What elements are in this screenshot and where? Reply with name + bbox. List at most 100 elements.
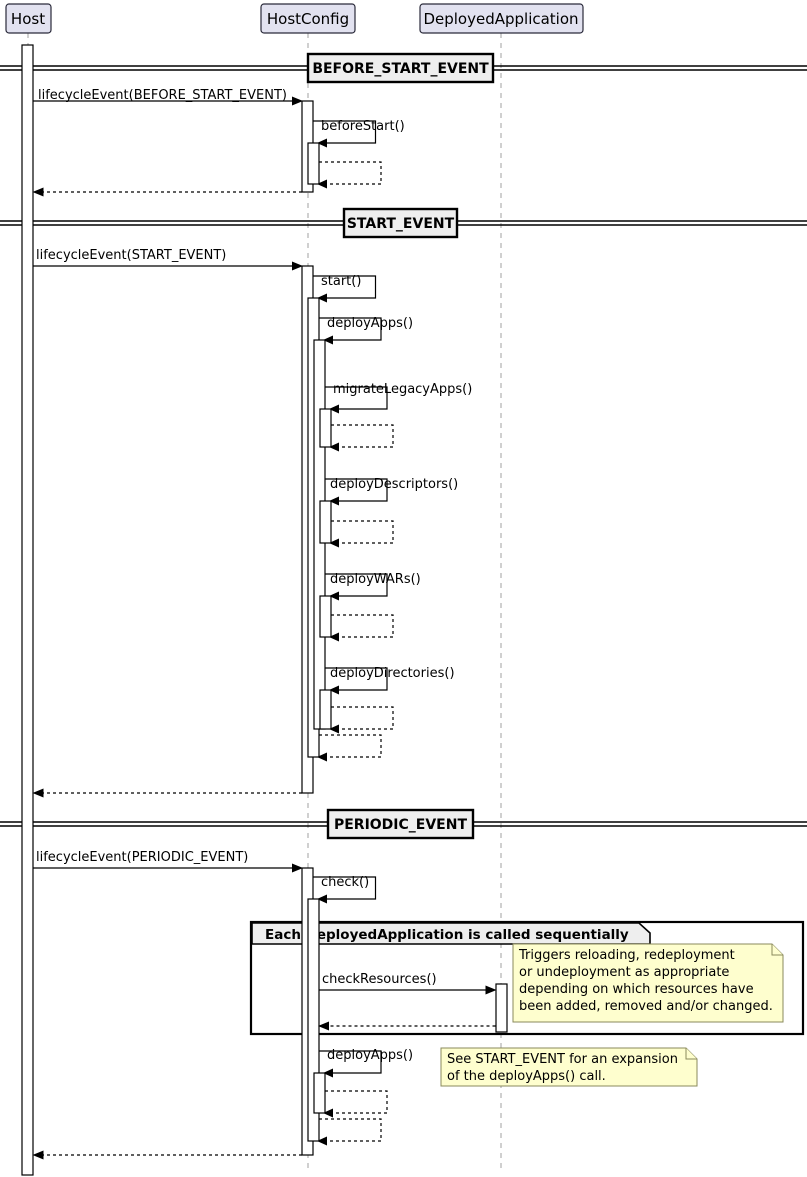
participant-host[interactable]: Host (5, 3, 52, 34)
notes-layer: Triggers reloading, redeployment or undep… (440, 943, 784, 1087)
message-path (319, 161, 382, 185)
message-m16 (317, 734, 382, 762)
messages-layer: lifecycleEvent(BEFORE_START_EVENT)before… (32, 88, 497, 1160)
divider-before-start: BEFORE_START_EVENT (0, 52, 807, 84)
note-fold (771, 944, 783, 956)
message-arrowhead (32, 187, 44, 197)
message-m12: deployWARs() (325, 572, 421, 601)
participant-box (260, 3, 356, 34)
message-arrowhead (317, 138, 327, 148)
message-path (319, 317, 382, 341)
message-m7: deployApps() (319, 316, 413, 345)
message-label: deployApps() (327, 1048, 413, 1063)
note-line: of the deployApps() call. (447, 1069, 606, 1084)
message-path (331, 614, 394, 638)
message-label: migrateLegacyApps() (333, 382, 472, 397)
message-m24 (317, 1118, 382, 1146)
note-deploy-apps: See START_EVENT for an expansion of the d… (440, 1047, 698, 1087)
message-path (313, 120, 377, 144)
note-line: depending on which resources have (519, 982, 754, 997)
message-path (313, 275, 377, 299)
message-m17 (32, 788, 302, 798)
note-line: See START_EVENT for an expansion (447, 1052, 678, 1067)
group-tab (251, 922, 651, 945)
message-m25 (32, 1150, 302, 1160)
participant-app[interactable]: DeployedApplication (419, 3, 584, 34)
divider-box (326, 808, 475, 840)
activation-bar (319, 595, 332, 638)
note-fold (685, 1048, 697, 1060)
note-body (440, 1047, 698, 1087)
message-arrowhead (329, 496, 339, 506)
note-line: been added, removed and/or changed. (519, 999, 773, 1014)
message-arrowhead (292, 261, 303, 271)
groups-layer: Each DeployedApplication is called seque… (249, 920, 805, 1036)
message-m3 (317, 161, 382, 189)
message-path (319, 1050, 382, 1074)
message-arrowhead (323, 1068, 333, 1078)
lifelines-layer (27, 33, 502, 1171)
message-m19: check() (313, 875, 377, 904)
activation-bar (307, 142, 320, 185)
participant-label: HostConfig (267, 10, 349, 28)
participant-box (419, 3, 584, 34)
group-label: Each DeployedApplication is called seque… (265, 927, 629, 943)
message-path (325, 478, 388, 502)
message-arrowhead (323, 1108, 333, 1118)
message-label: check() (321, 875, 369, 890)
message-path (325, 386, 388, 410)
activation-bar (495, 983, 508, 1033)
note-line: Triggers reloading, redeployment (518, 948, 735, 963)
message-label: deployDirectories() (330, 666, 455, 681)
message-m23 (323, 1090, 388, 1118)
activation-bar (21, 44, 34, 1176)
divider-box (306, 52, 495, 84)
message-label: checkResources() (322, 972, 437, 987)
note-line: or undeployment as appropriate (519, 965, 729, 980)
message-path (325, 1090, 388, 1114)
activations-layer (21, 44, 508, 1176)
message-m11 (329, 520, 394, 548)
message-arrowhead (292, 863, 303, 873)
message-m6: start() (313, 274, 377, 303)
message-m1: lifecycleEvent(BEFORE_START_EVENT) (33, 88, 303, 106)
message-arrowhead (329, 442, 339, 452)
message-arrowhead (317, 179, 327, 189)
note-check-resources: Triggers reloading, redeployment or undep… (512, 943, 784, 1023)
message-path (313, 876, 377, 900)
message-m5: lifecycleEvent(START_EVENT) (33, 248, 303, 271)
activation-bar (307, 898, 320, 1142)
message-arrowhead (485, 985, 497, 995)
message-m2: beforeStart() (313, 119, 405, 148)
message-path (319, 734, 382, 758)
message-m10: deployDescriptors() (325, 477, 458, 506)
divider-start: START_EVENT (0, 207, 807, 239)
message-path (331, 424, 394, 448)
message-arrowhead (329, 724, 339, 734)
message-arrowhead (317, 1136, 327, 1146)
participant-config[interactable]: HostConfig (260, 3, 356, 34)
group-frame (249, 920, 805, 1036)
message-arrowhead (317, 293, 327, 303)
message-label: deployApps() (327, 316, 413, 331)
participant-label: DeployedApplication (423, 10, 578, 28)
message-label: lifecycleEvent(START_EVENT) (36, 248, 226, 263)
message-arrowhead (317, 894, 327, 904)
message-arrowhead (32, 1150, 44, 1160)
message-m8: migrateLegacyApps() (325, 382, 472, 414)
divider-label: BEFORE_START_EVENT (312, 61, 489, 77)
divider-periodic: PERIODIC_EVENT (0, 808, 807, 840)
message-arrowhead (323, 335, 333, 345)
message-label: start() (321, 274, 361, 289)
message-m15 (329, 706, 394, 734)
message-path (325, 573, 388, 597)
message-arrowhead (329, 632, 339, 642)
message-label: deployDescriptors() (330, 477, 458, 492)
activation-bar (319, 500, 332, 544)
message-m21 (318, 1021, 496, 1031)
message-m18: lifecycleEvent(PERIODIC_EVENT) (33, 850, 303, 873)
message-m22: deployApps() (319, 1048, 413, 1078)
activation-bar (319, 408, 332, 448)
message-m13 (329, 614, 394, 642)
